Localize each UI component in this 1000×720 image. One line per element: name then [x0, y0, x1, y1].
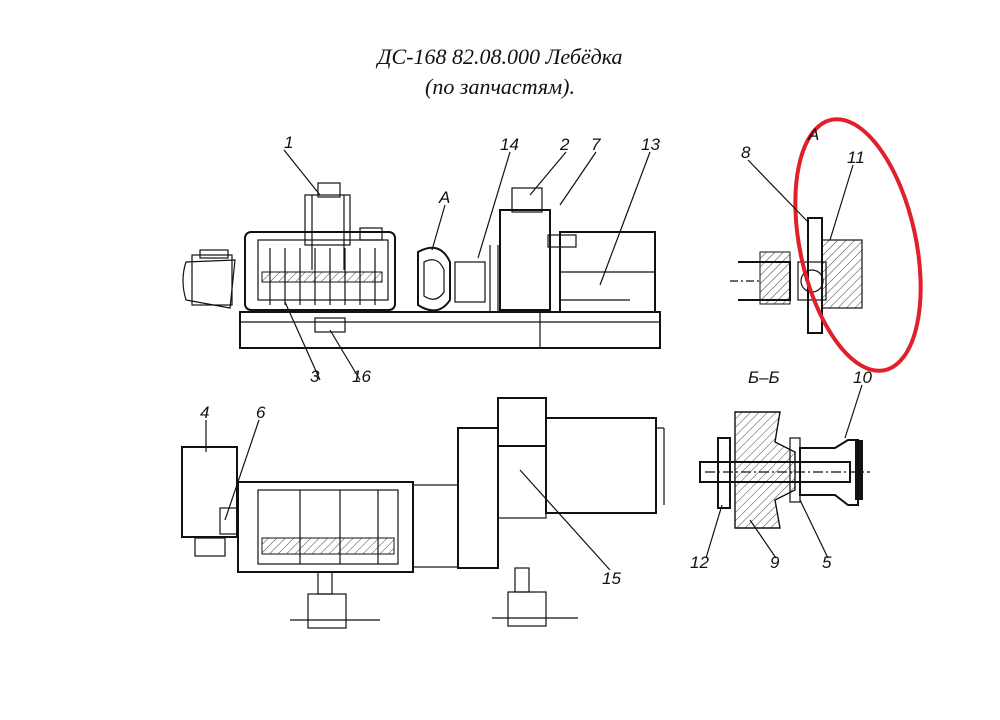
callout-1: 1 — [284, 133, 293, 152]
drawing-title: ДС-168 82.08.000 Лебёдка — [377, 44, 623, 69]
callout-3: 3 — [310, 367, 320, 386]
callout-13: 13 — [641, 135, 660, 154]
section-bb-label: Б–Б — [748, 368, 780, 387]
callout-leaders — [205, 149, 863, 571]
highlight-ellipse — [793, 117, 923, 373]
callout-14: 14 — [500, 135, 519, 154]
detail-a-label: А — [807, 125, 819, 144]
callout-7: 7 — [591, 135, 601, 154]
callout-2: 2 — [559, 135, 570, 154]
callout-11: 11 — [847, 148, 865, 167]
callout-6: 6 — [256, 403, 266, 422]
callout-4: 4 — [200, 403, 209, 422]
callout-10: 10 — [853, 368, 872, 387]
callout-16: 16 — [352, 367, 371, 386]
winch-side-view — [182, 182, 661, 349]
callout-12: 12 — [690, 553, 709, 572]
callout-15: 15 — [602, 569, 621, 588]
drum-ribs — [261, 248, 383, 305]
detail-a-view — [730, 217, 863, 334]
callout-9: 9 — [770, 553, 780, 572]
callout-8: 8 — [741, 143, 751, 162]
callout-5: 5 — [822, 553, 832, 572]
view-a-marker: А — [438, 188, 450, 207]
section-bb-view — [699, 411, 870, 529]
winch-plan-view — [181, 397, 665, 629]
drawing-subtitle: (по запчастям). — [425, 74, 575, 99]
plan-drum-ribs — [261, 490, 395, 564]
callout-labels: 1 2 3 4 5 6 7 8 9 10 11 12 13 14 15 16 А… — [200, 125, 872, 588]
